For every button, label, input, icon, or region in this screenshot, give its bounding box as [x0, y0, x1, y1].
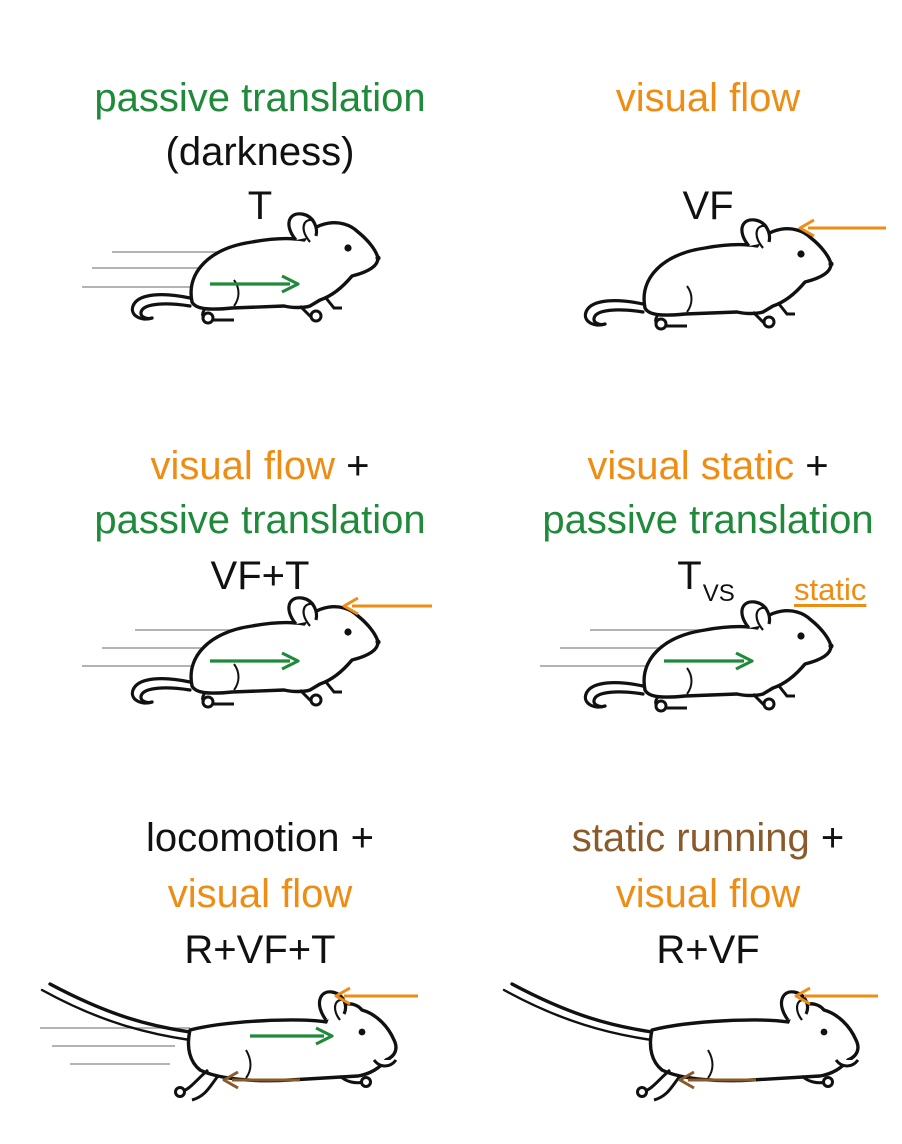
panel-6-title: static running + — [572, 818, 844, 858]
panel-visual-flow-drawing — [583, 218, 886, 331]
motion-lines-icon — [540, 629, 700, 667]
label-passive-translation: passive translation — [542, 498, 874, 542]
label-visual-flow: visual flow — [615, 872, 801, 916]
label-plus: + — [809, 816, 845, 860]
static-label: static — [794, 572, 867, 607]
label-visual-flow: visual flow — [615, 76, 801, 120]
panel-passive-translation-drawing — [82, 212, 383, 325]
condition-code-t: T — [677, 554, 702, 598]
panel-5-subtitle: visual flow — [168, 874, 353, 914]
panel-r-vf-drawing — [502, 982, 878, 1102]
orange-arrow-left-icon — [798, 218, 886, 238]
label-static-running: static running — [571, 816, 810, 860]
panel-5-code: R+VF+T — [184, 930, 335, 970]
condition-code-subscript-vs: VS — [702, 580, 735, 607]
green-arrow-right-icon — [250, 1026, 334, 1046]
panel-5-title: locomotion + — [146, 818, 374, 858]
panel-4-title: visual static + — [587, 446, 828, 486]
green-arrow-right-icon — [664, 651, 754, 671]
label-passive-translation: passive translation — [94, 76, 426, 120]
panel-1-code: T — [248, 186, 272, 226]
condition-code-r-vf-t: R+VF+T — [184, 928, 336, 972]
panel-tvs-drawing — [540, 600, 836, 713]
label-plus: + — [794, 444, 829, 488]
label-darkness: (darkness) — [165, 130, 355, 174]
panel-4-code: TVS — [677, 554, 734, 606]
panel-6-subtitle: visual flow — [616, 874, 801, 914]
motion-lines-icon — [40, 1027, 190, 1065]
panel-1-title: passive translation — [94, 78, 425, 118]
panel-3-title: visual flow + — [151, 446, 370, 486]
label-visual-flow: visual flow — [167, 872, 353, 916]
label-locomotion: locomotion + — [146, 816, 374, 860]
green-arrow-right-icon — [210, 274, 300, 294]
orange-arrow-left-icon — [334, 986, 418, 1006]
panel-6-code: R+VF — [656, 930, 759, 970]
brown-arrow-left-icon — [222, 1070, 300, 1090]
mouse-icon — [583, 218, 836, 331]
panel-3-code: VF+T — [211, 556, 310, 596]
panel-2-code: VF — [682, 186, 733, 226]
label-visual-flow: visual flow — [150, 444, 336, 488]
orange-arrow-left-icon — [794, 986, 878, 1006]
panel-4-subtitle: passive translation — [542, 500, 873, 540]
panel-1-subtitle: (darkness) — [166, 132, 355, 172]
label-visual-static: visual static — [587, 444, 795, 488]
panel-r-vf-t-drawing — [40, 982, 418, 1102]
panel-2-title: visual flow — [616, 78, 801, 118]
orange-arrow-left-icon — [342, 596, 432, 616]
green-arrow-right-icon — [210, 651, 300, 671]
mouse-icon — [130, 596, 383, 709]
condition-code-r-vf: R+VF — [656, 928, 760, 972]
panel-3-subtitle: passive translation — [94, 500, 425, 540]
brown-arrow-left-icon — [678, 1070, 756, 1090]
condition-code-vf-t: VF+T — [210, 554, 310, 598]
condition-code-vf: VF — [682, 184, 734, 228]
label-plus: + — [335, 444, 370, 488]
panel-vf-t-drawing — [82, 596, 432, 709]
label-passive-translation: passive translation — [94, 498, 426, 542]
mouse-icon — [583, 600, 836, 713]
condition-code-t: T — [247, 184, 273, 228]
